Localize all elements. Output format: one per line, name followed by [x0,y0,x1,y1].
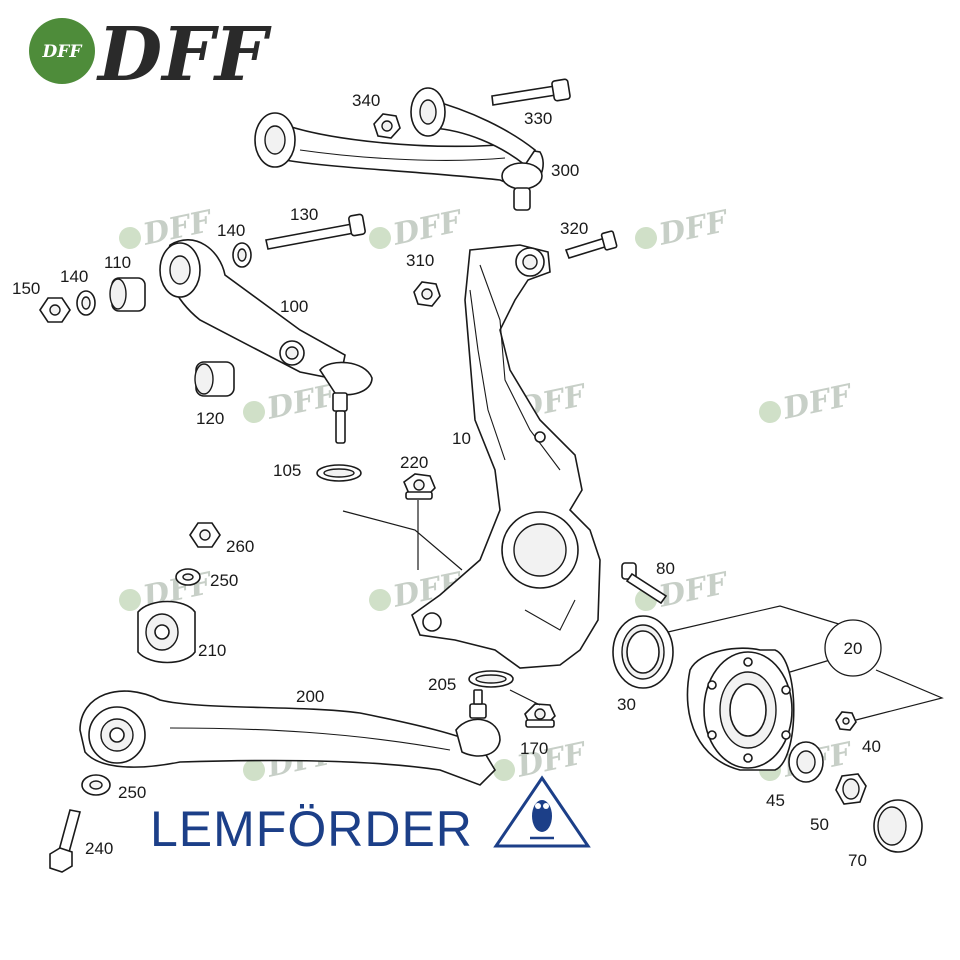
part-110-bushing [109,277,146,312]
label-170: 170 [520,739,548,758]
dff-logo-badge-text: DFF [42,42,84,62]
label-140: 140 [60,267,88,286]
label-105: 105 [273,461,301,480]
dff-logo-text: DFF [96,12,272,98]
part-130-bolt [265,213,366,250]
watermark-badge [119,589,141,611]
label-250: 250 [118,783,146,802]
label-110: 110 [104,253,131,272]
watermark-badge [635,227,657,249]
part-330-bolt [491,78,571,106]
part-210-bushing [137,600,196,664]
label-300: 300 [551,161,579,180]
label-130: 130 [290,205,318,224]
part-30-dust-shield [612,615,674,689]
part-220-nut [403,473,436,500]
label-45: 45 [766,791,785,810]
label-210: 210 [198,641,226,660]
part-100-control-arm [159,239,373,444]
label-100: 100 [280,297,308,316]
watermark-badge [369,589,391,611]
part-105-seal-ring [316,464,362,482]
label-205: 205 [428,675,456,694]
leader-lines [342,500,944,721]
label-30: 30 [617,695,636,714]
part-320-bolt [564,230,618,259]
part-80-bolt [621,562,668,605]
watermark-text: DFF [655,204,733,253]
label-310: 310 [406,251,434,270]
part-20-wheel-hub [686,647,795,771]
label-220: 220 [400,453,428,472]
part-70-grease-cap [873,799,923,853]
watermark-badge [119,227,141,249]
watermark: DFF [243,378,341,427]
lemforder-owl-triangle-logo [493,775,591,848]
part-140-washer [76,290,96,316]
part-40-bolt [835,711,857,731]
part-250-washer [175,568,201,586]
part-labels: 10 30 40 45 50 70 80 100 105 110 120 130… [12,91,881,870]
part-150-nut [39,297,71,323]
label-40: 40 [862,737,881,756]
part-300-upper-control-arm [254,87,544,211]
label-140: 140 [217,221,245,240]
part-50-axle-nut [835,773,867,805]
part-120-bushing [194,361,235,397]
dff-logo: DFF DFF [29,12,272,98]
watermark-text: DFF [779,378,857,427]
label-80: 80 [656,559,675,578]
part-45-washer [788,741,824,783]
label-150: 150 [12,279,40,298]
watermark-badge [243,401,265,423]
label-320: 320 [560,219,588,238]
part-340-nut [373,113,401,139]
watermark: DFF [759,378,857,427]
dff-logo-badge [29,18,95,84]
label-330: 330 [524,109,552,128]
part-250-washer [81,774,111,796]
label-20: 20 [844,639,863,658]
callout-20-circle [824,619,882,677]
part-310-nut [413,281,441,307]
part-240-bolt [49,809,81,873]
part-170-nut [524,703,556,728]
part-260-nut [189,522,221,548]
watermark-text: DFF [389,204,467,253]
label-10: 10 [452,429,471,448]
callout-20: 20 [824,619,882,677]
label-200: 200 [296,687,324,706]
part-200-control-arm [79,689,501,786]
part-140-washer [232,242,252,268]
watermark-badge [493,759,515,781]
part-10-steering-knuckle [411,244,601,669]
part-205-seal-ring [468,670,514,688]
label-70: 70 [848,851,867,870]
label-250: 250 [210,571,238,590]
watermark: DFF [369,204,467,253]
watermark: DFF [635,204,733,253]
brand-name: LEMFÖRDER [150,801,473,857]
label-50: 50 [810,815,829,834]
watermark-badge [243,759,265,781]
label-340: 340 [352,91,380,110]
label-260: 260 [226,537,254,556]
lemforder-brand: LEMFÖRDER [150,775,591,857]
watermark-badge [759,401,781,423]
label-240: 240 [85,839,113,858]
watermark-badge [369,227,391,249]
label-120: 120 [196,409,224,428]
